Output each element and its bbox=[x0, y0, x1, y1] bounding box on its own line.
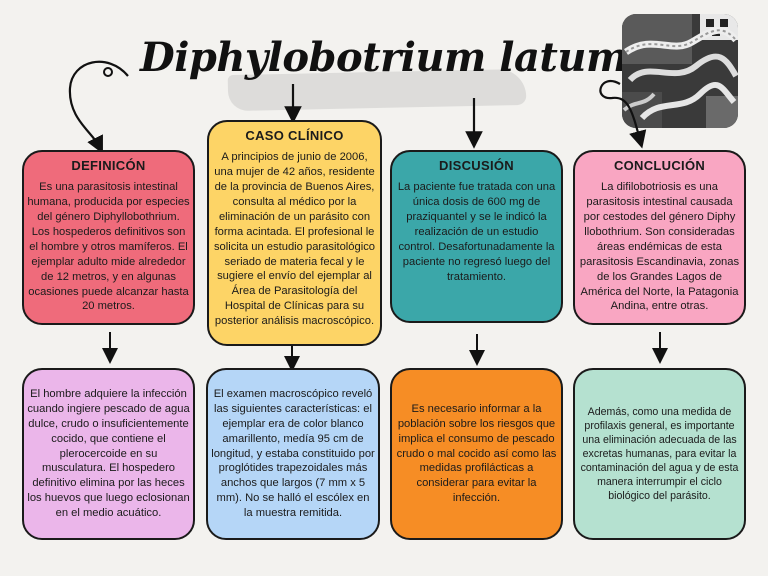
ademas-box: Además, como una medida de profilaxis ge… bbox=[573, 368, 746, 540]
discusion-text: La paciente fue tratada con una única do… bbox=[397, 181, 556, 283]
discusion-heading: DISCUSIÓN bbox=[439, 158, 514, 173]
discusion-box: DISCUSIÓN La paciente fue tratada con un… bbox=[390, 150, 563, 323]
informar-box: Es necesario informar a la población sob… bbox=[390, 368, 563, 540]
definicion-box: DEFINICÓN Es una parasitosis intestinal … bbox=[22, 150, 195, 325]
specimen-photo bbox=[622, 14, 738, 128]
caso-clinico-text: A principios de junio de 2006, una mujer… bbox=[213, 151, 376, 328]
ademas-text: Además, como una medida de profilaxis ge… bbox=[580, 405, 739, 503]
conclusion-heading: CONCLUCIÓN bbox=[613, 158, 706, 173]
conclusion-text: La difilobotriosis es una parasitosis in… bbox=[579, 181, 740, 313]
hombre-text: El hombre adquiere la infección cuando i… bbox=[27, 387, 190, 520]
caso-clinico-heading: CASO CLÍNICO bbox=[245, 128, 344, 143]
informar-text: Es necesario informar a la población sob… bbox=[396, 402, 557, 505]
conclusion-box: CONCLUCIÓN La difilobotriosis es una par… bbox=[573, 150, 746, 325]
definicion-heading: DEFINICÓN bbox=[71, 158, 146, 173]
hombre-box: El hombre adquiere la infección cuando i… bbox=[22, 368, 195, 540]
page-title: Diphylobotrium latum bbox=[140, 34, 628, 81]
curl-dot-left bbox=[103, 67, 113, 77]
examen-box: El examen macroscópico reveló las siguie… bbox=[206, 368, 380, 540]
curved-arrow-right bbox=[599, 80, 647, 149]
caso-clinico-box: CASO CLÍNICO A principios de junio de 20… bbox=[207, 120, 382, 346]
definicion-text: Es una parasitosis intestinal humana, pr… bbox=[27, 181, 190, 313]
examen-text: El examen macroscópico reveló las siguie… bbox=[211, 387, 375, 520]
curved-arrow-left bbox=[68, 60, 129, 154]
